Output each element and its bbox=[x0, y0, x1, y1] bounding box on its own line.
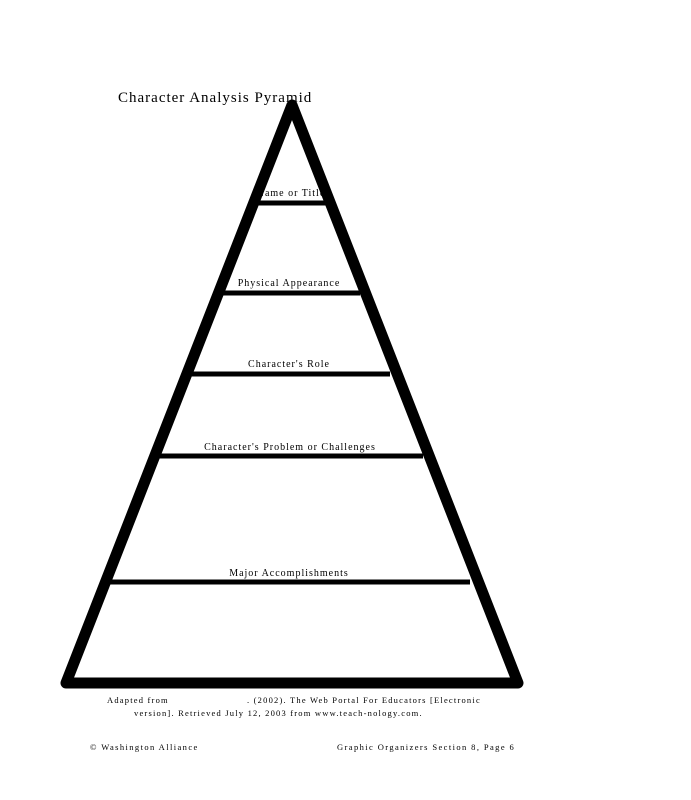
level-label-problem: Character's Problem or Challenges bbox=[204, 442, 376, 453]
level-label-accomplishments: Major Accomplishments bbox=[229, 568, 349, 579]
page-title: Character Analysis Pyramid bbox=[118, 90, 313, 106]
citation-line-1-rest: . (2002). The Web Portal For Educators [… bbox=[247, 695, 481, 705]
footer-copyright: © Washington Alliance bbox=[90, 742, 199, 752]
footer-page-info: Graphic Organizers Section 8, Page 6 bbox=[337, 742, 516, 752]
level-label-appearance: Physical Appearance bbox=[237, 278, 341, 289]
level-label-name: Name or Title bbox=[256, 188, 326, 199]
citation-line-2: version]. Retrieved July 12, 2003 from w… bbox=[134, 708, 423, 718]
citation-line-1-prefix: Adapted from bbox=[107, 695, 169, 705]
pyramid-outline bbox=[60, 99, 524, 689]
level-label-role: Character's Role bbox=[248, 359, 330, 370]
